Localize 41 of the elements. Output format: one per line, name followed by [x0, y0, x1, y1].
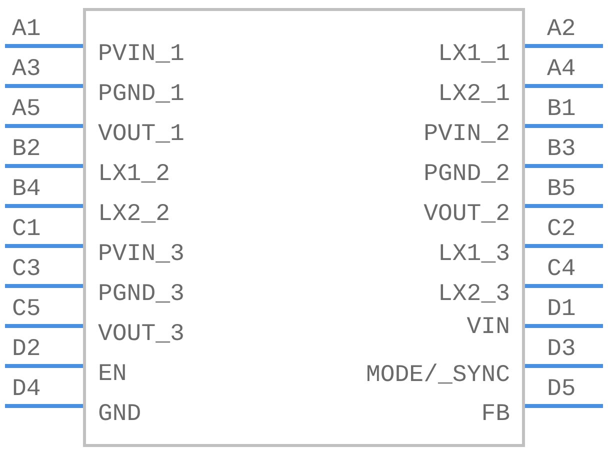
pin-number: A4	[547, 57, 576, 83]
pin-name: PVIN_3	[98, 242, 184, 268]
pin-name: PVIN_2	[424, 122, 510, 148]
pin-name: PVIN_1	[98, 42, 184, 68]
pin-number: D3	[547, 337, 576, 363]
pin-name: LX2_2	[98, 202, 170, 228]
pin-name: VOUT_3	[98, 322, 184, 348]
pin-number: C2	[547, 217, 576, 243]
pin-name: VIN	[466, 315, 510, 341]
pin-number: B1	[547, 97, 576, 123]
pin-number: C4	[547, 257, 576, 283]
pin-number: D1	[547, 297, 576, 323]
pin-name: VOUT_2	[424, 202, 510, 228]
pin-number: A3	[12, 57, 41, 83]
pin-number: A5	[12, 97, 41, 123]
pin-number: B5	[547, 177, 576, 203]
pin-number: B4	[12, 177, 41, 203]
pin-name: PGND_3	[98, 282, 184, 308]
pin-number: C3	[12, 257, 41, 283]
ic-body	[83, 8, 525, 447]
pin-name: LX1_3	[438, 242, 510, 268]
pin-number: B2	[12, 137, 41, 163]
pin-name: PGND_2	[424, 162, 510, 188]
pin-number: D5	[547, 377, 576, 403]
pin-name: LX2_3	[438, 282, 510, 308]
pin-name: LX1_1	[438, 42, 510, 68]
pin-name: MODE/_SYNC	[366, 363, 510, 389]
pin-name: PGND_1	[98, 82, 184, 108]
pin-number: D4	[12, 377, 41, 403]
pin-number: C5	[12, 297, 41, 323]
pin-number: A1	[12, 17, 41, 43]
pin-number: B3	[547, 137, 576, 163]
pin-number: A2	[547, 17, 576, 43]
pin-number: C1	[12, 217, 41, 243]
pin-name: LX2_1	[438, 82, 510, 108]
pin-name: FB	[481, 402, 510, 428]
pin-name: LX1_2	[98, 162, 170, 188]
pin-name: VOUT_1	[98, 122, 184, 148]
pin-number: D2	[12, 337, 41, 363]
pin-name: EN	[98, 362, 127, 388]
pin-name: GND	[98, 402, 142, 428]
